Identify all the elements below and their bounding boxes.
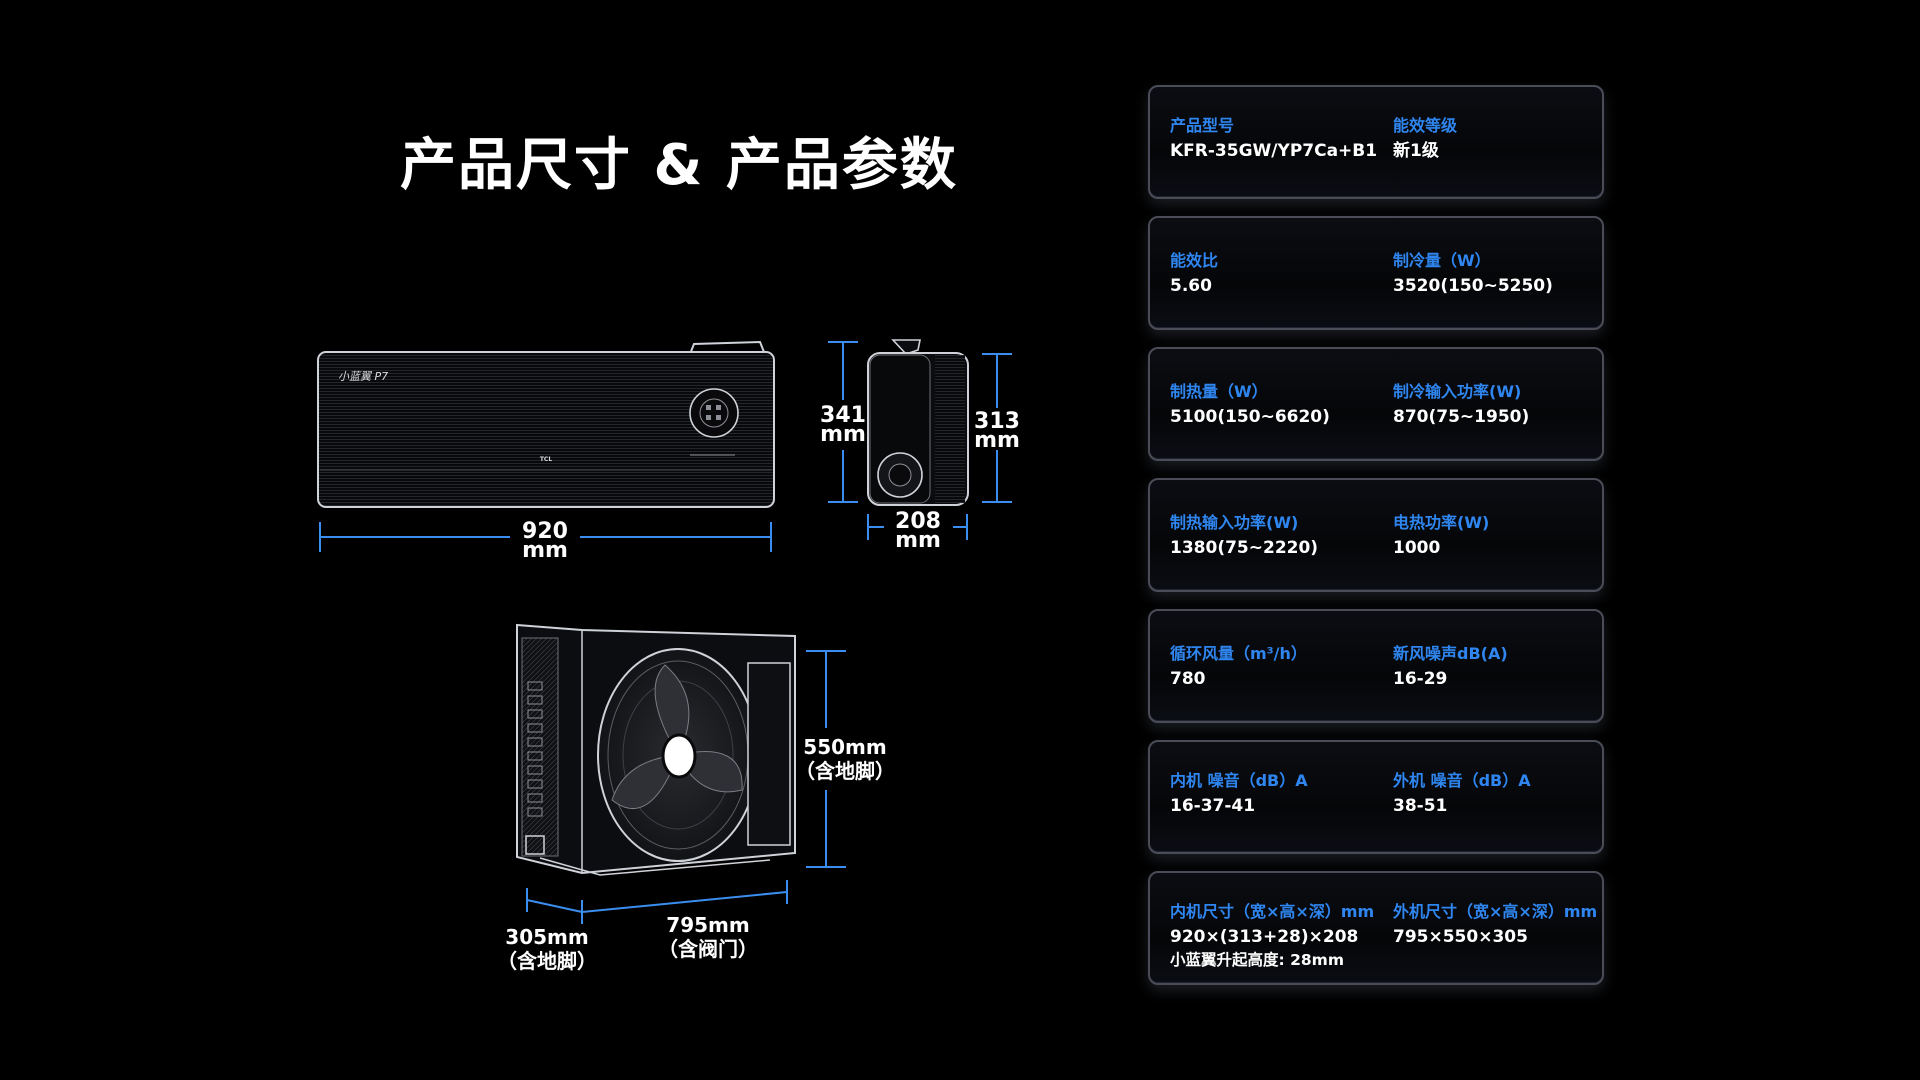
spec-label: 产品型号 <box>1170 116 1235 135</box>
indoor-depth-value: 208 <box>895 509 941 534</box>
spec-card: 内机尺寸（宽×高×深）mm 920×(313+28)×208 小蓝翼升起高度: … <box>1148 871 1604 985</box>
outdoor-fan-icon <box>597 648 759 862</box>
spec-value: 5100(150~6620) <box>1170 407 1330 427</box>
spec-item: 外机尺寸（宽×高×深）mm 795×550×305 <box>1393 901 1597 949</box>
indoor-width-value: 920 <box>522 519 568 544</box>
spec-value: 780 <box>1170 669 1206 689</box>
spec-value: 870(75~1950) <box>1393 407 1530 427</box>
outdoor-unit <box>516 623 796 876</box>
spec-value: 16-37-41 <box>1170 796 1256 816</box>
spec-card: 循环风量（m³/h） 780 新风噪声dB(A) 16-29 <box>1148 609 1604 723</box>
indoor-side-dimension-lines <box>828 341 1012 540</box>
spec-item: 能效等级 新1级 <box>1393 115 1457 163</box>
spec-label: 制热输入功率(W) <box>1170 513 1299 532</box>
indoor-width-unit: mm <box>522 538 568 563</box>
indoor-body-height-label: 313 mm <box>962 409 1032 453</box>
outdoor-depth-label: 305mm （含地脚） <box>492 925 602 973</box>
spec-value: 1000 <box>1393 538 1441 558</box>
indoor-body-height-unit: mm <box>974 428 1020 453</box>
indoor-unit-front <box>317 340 775 508</box>
outdoor-width-note: （含阀门） <box>658 937 758 961</box>
indoor-body-height-value: 313 <box>974 409 1020 434</box>
indoor-width-label: 920 mm <box>505 519 585 563</box>
outdoor-height-label: 550mm （含地脚） <box>790 735 900 783</box>
brand-script-logo: 小蓝翼 P7 <box>338 370 388 383</box>
spec-card: 能效比 5.60 制冷量（W） 3520(150~5250) <box>1148 216 1604 330</box>
tcl-logo: TCL <box>540 456 552 463</box>
indoor-height-value: 341 <box>820 403 866 428</box>
spec-item: 制热量（W） 5100(150~6620) <box>1170 381 1330 429</box>
indoor-unit-side <box>867 339 969 506</box>
outdoor-height-value: 550mm <box>803 735 887 759</box>
spec-item: 新风噪声dB(A) 16-29 <box>1393 643 1508 691</box>
spec-value: KFR-35GW/YP7Ca+B1 <box>1170 141 1378 161</box>
spec-value: 16-29 <box>1393 669 1448 689</box>
spec-value: 3520(150~5250) <box>1393 276 1553 296</box>
spec-item: 能效比 5.60 <box>1170 250 1218 298</box>
spec-value: 新1级 <box>1393 141 1439 161</box>
spec-item: 循环风量（m³/h） 780 <box>1170 643 1307 691</box>
spec-label: 能效等级 <box>1393 116 1458 135</box>
spec-item: 内机 噪音（dB）A 16-37-41 <box>1170 770 1308 818</box>
spec-label: 外机 噪音（dB）A <box>1393 771 1531 790</box>
spec-label: 制冷输入功率(W) <box>1393 382 1522 401</box>
spec-item: 内机尺寸（宽×高×深）mm 920×(313+28)×208 小蓝翼升起高度: … <box>1170 901 1374 971</box>
outdoor-dimension-lines <box>526 650 846 924</box>
indoor-width-dimension-line <box>319 522 772 552</box>
outdoor-depth-value: 305mm <box>505 925 589 949</box>
spec-card: 制热输入功率(W) 1380(75~2220) 电热功率(W) 1000 <box>1148 478 1604 592</box>
spec-label: 外机尺寸（宽×高×深）mm <box>1393 902 1598 921</box>
spec-label: 内机 噪音（dB）A <box>1170 771 1308 790</box>
spec-label: 新风噪声dB(A) <box>1393 644 1508 663</box>
spec-item: 制热输入功率(W) 1380(75~2220) <box>1170 512 1318 560</box>
spec-label: 能效比 <box>1170 251 1219 270</box>
spec-value: 1380(75~2220) <box>1170 538 1319 558</box>
spec-label: 制冷量（W） <box>1393 251 1491 270</box>
spec-item: 产品型号 KFR-35GW/YP7Ca+B1 <box>1170 115 1377 163</box>
spec-item: 外机 噪音（dB）A 38-51 <box>1393 770 1531 818</box>
spec-value: 38-51 <box>1393 796 1448 816</box>
spec-item: 电热功率(W) 1000 <box>1393 512 1489 560</box>
spec-card: 产品型号 KFR-35GW/YP7Ca+B1 能效等级 新1级 <box>1148 85 1604 199</box>
spec-label: 制热量（W） <box>1170 382 1268 401</box>
spec-value: 795×550×305 <box>1393 927 1528 947</box>
spec-item: 制冷量（W） 3520(150~5250) <box>1393 250 1553 298</box>
page-title: 产品尺寸 & 产品参数 <box>400 133 958 198</box>
indoor-height-unit: mm <box>820 422 866 447</box>
outdoor-height-note: （含地脚） <box>795 759 895 783</box>
spec-panel: 产品型号 KFR-35GW/YP7Ca+B1 能效等级 新1级 能效比 5.60… <box>1148 85 1604 1002</box>
spec-label: 电热功率(W) <box>1393 513 1490 532</box>
spec-item: 制冷输入功率(W) 870(75~1950) <box>1393 381 1529 429</box>
spec-note: 小蓝翼升起高度: 28mm <box>1170 951 1344 969</box>
indoor-height-label: 341 mm <box>808 403 878 447</box>
spec-card: 内机 噪音（dB）A 16-37-41 外机 噪音（dB）A 38-51 <box>1148 740 1604 854</box>
indoor-depth-unit: mm <box>895 528 941 553</box>
outdoor-depth-note: （含地脚） <box>497 949 597 973</box>
display-panel-icon <box>689 388 739 438</box>
outdoor-width-value: 795mm <box>666 913 750 937</box>
spec-label: 内机尺寸（宽×高×深）mm <box>1170 902 1375 921</box>
spec-label: 循环风量（m³/h） <box>1170 644 1307 663</box>
spec-card: 制热量（W） 5100(150~6620) 制冷输入功率(W) 870(75~1… <box>1148 347 1604 461</box>
spec-value: 920×(313+28)×208 <box>1170 927 1359 947</box>
spec-value: 5.60 <box>1170 276 1212 296</box>
indoor-depth-label: 208 mm <box>883 509 953 553</box>
outdoor-width-label: 795mm （含阀门） <box>653 913 763 961</box>
